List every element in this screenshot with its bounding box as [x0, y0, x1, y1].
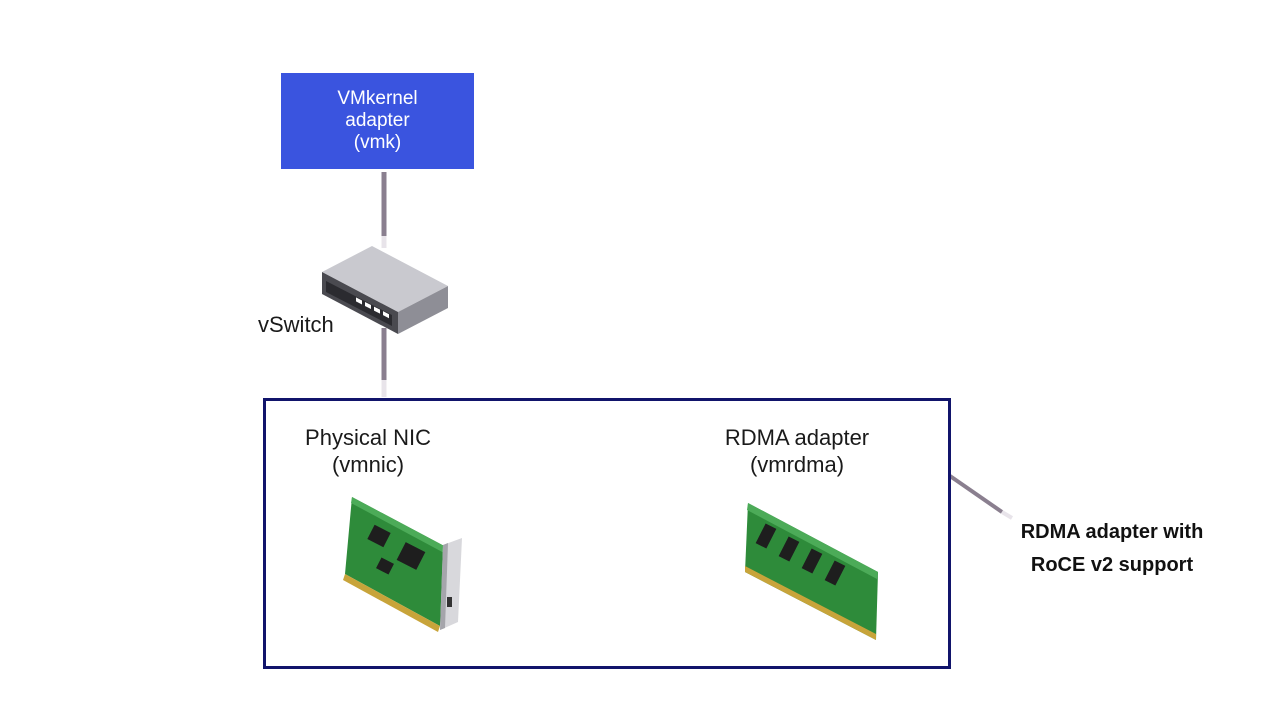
pnic-label-line2: (vmnic) [331, 452, 405, 477]
physical-nic-icon [343, 497, 462, 632]
rdma-adapter-icon [745, 503, 878, 640]
callout-line2: RoCE v2 support [1030, 554, 1194, 576]
rdma-label: RDMA adapter (vmrdma) [697, 424, 897, 478]
vmk-label-line2: adapter [345, 110, 410, 131]
host-adapter-container [263, 398, 951, 669]
rdma-label-line2: (vmrdma) [749, 452, 845, 477]
rdma-label-line1: RDMA adapter [724, 425, 870, 450]
vmkernel-adapter-box: VMkernel adapter (vmk) [281, 73, 474, 169]
vswitch-label: vSwitch [258, 312, 334, 337]
pnic-label-line1: Physical NIC [305, 425, 431, 450]
vswitch-icon [322, 246, 448, 334]
vmk-label-line1: VMkernel [337, 88, 418, 109]
pnic-label: Physical NIC (vmnic) [278, 424, 458, 478]
roce-callout: RDMA adapter with RoCE v2 support [992, 516, 1232, 582]
callout-connector [948, 474, 1014, 520]
vmk-label-line3: (vmk) [353, 132, 402, 153]
callout-line1: RDMA adapter with [1020, 521, 1204, 543]
